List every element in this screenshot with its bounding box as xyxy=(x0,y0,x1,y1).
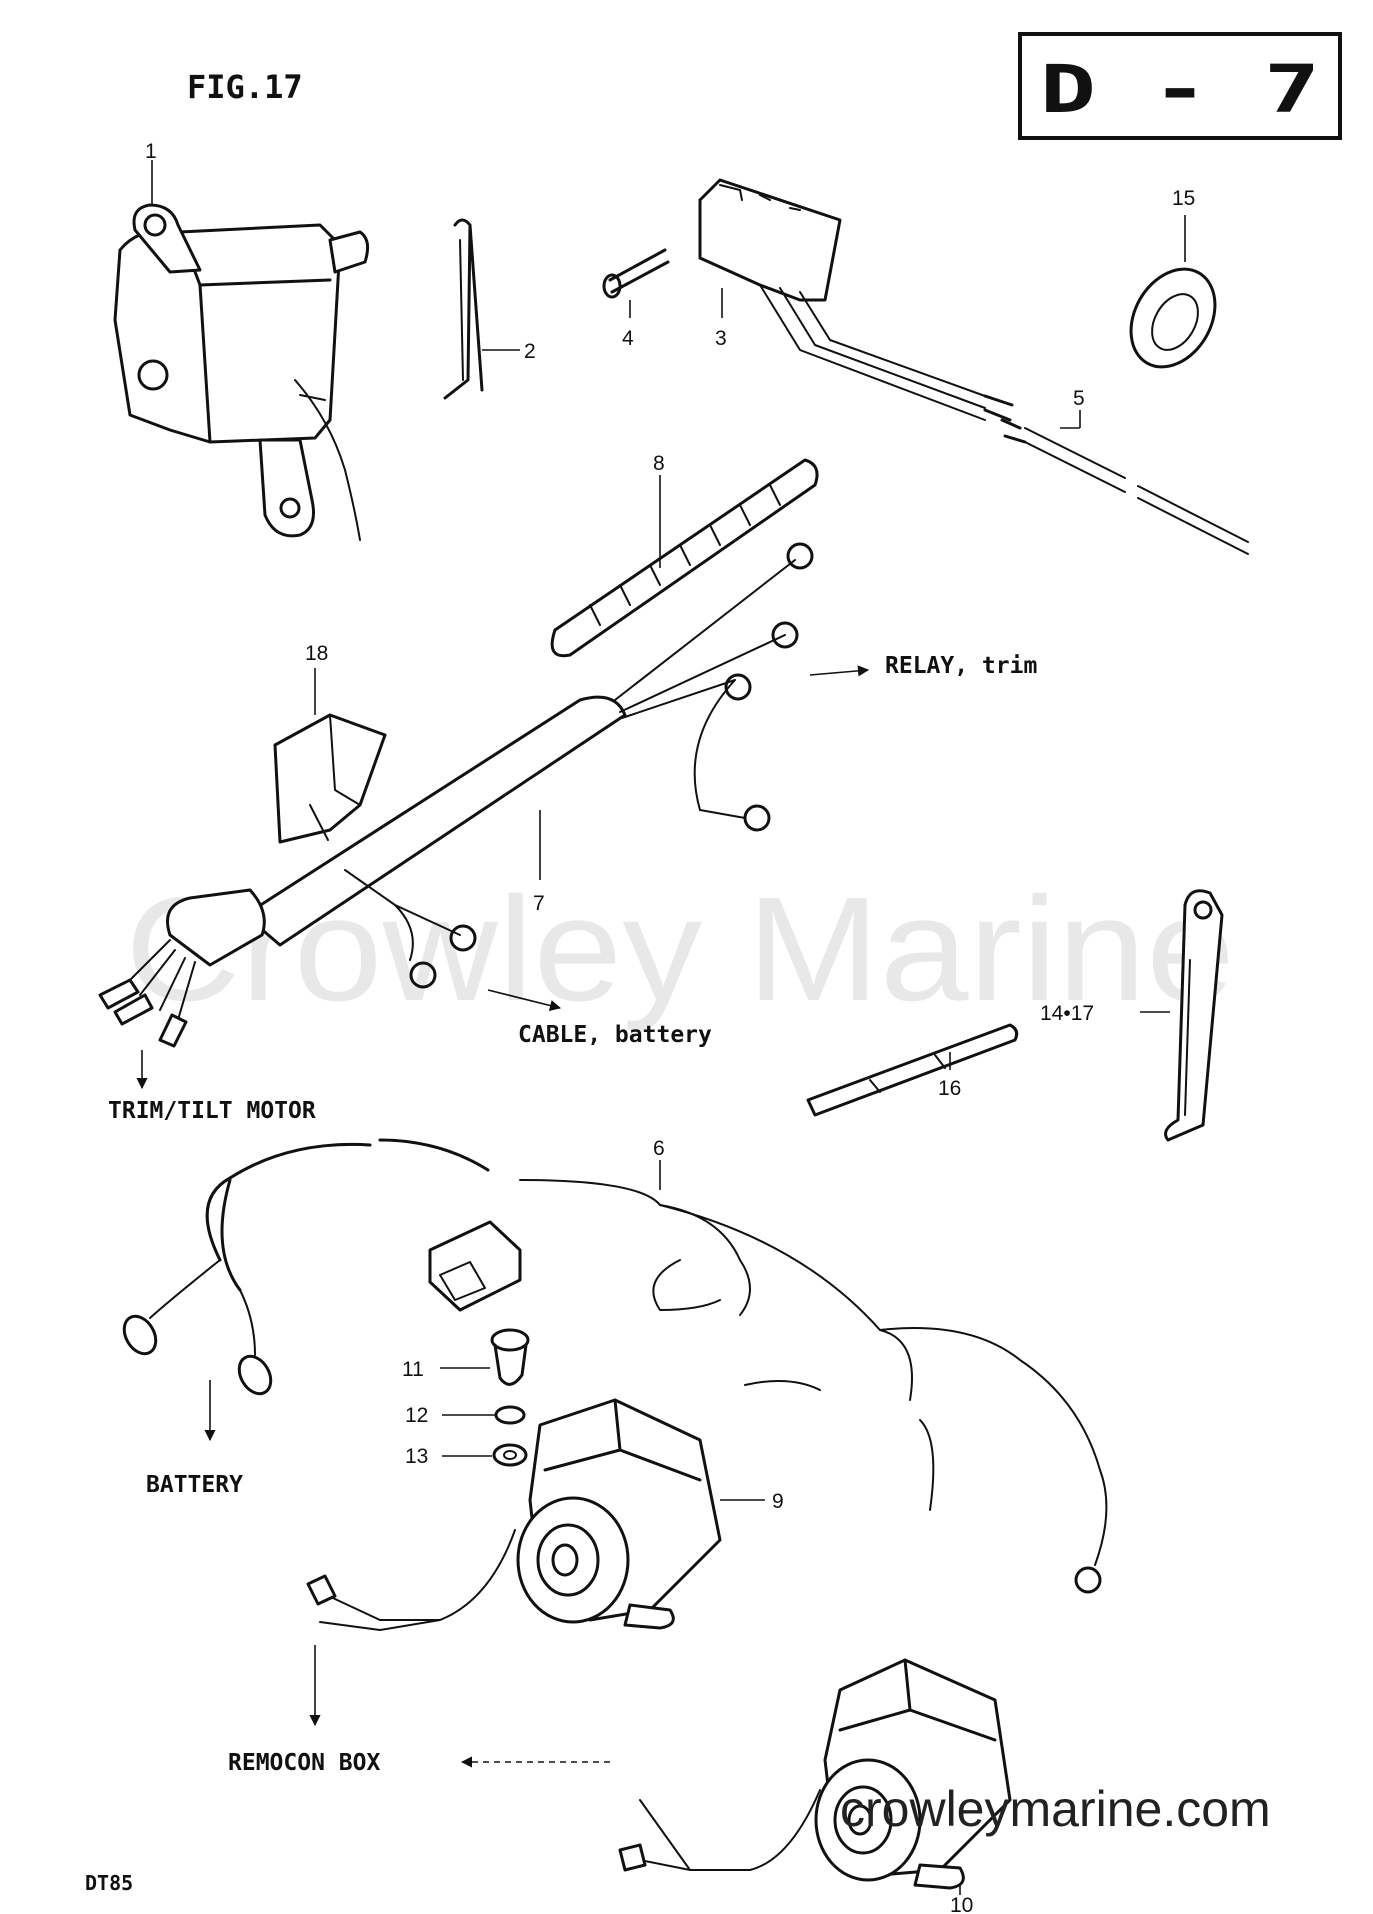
callout-18: 18 xyxy=(305,642,328,665)
part-7-harness xyxy=(98,542,814,1048)
part-15-grommet xyxy=(1129,267,1217,369)
callout-10: 10 xyxy=(950,1894,973,1914)
callout-4: 4 xyxy=(622,327,634,350)
page-code: D - 7 xyxy=(1040,51,1320,128)
label-battery: BATTERY xyxy=(146,1472,243,1498)
page-code-box xyxy=(1018,32,1342,140)
callout-7: 7 xyxy=(533,892,545,915)
callout-2: 2 xyxy=(524,340,536,363)
label-trim-tilt-motor: TRIM/TILT MOTOR xyxy=(108,1098,316,1124)
part-13-washer xyxy=(492,1443,528,1467)
part-5-leads xyxy=(983,394,1249,555)
callout-3: 3 xyxy=(715,327,727,350)
part-4-screw xyxy=(602,248,670,299)
model-code: DT85 xyxy=(85,1871,133,1895)
callout-16: 16 xyxy=(938,1077,961,1100)
label-remocon-box: REMOCON BOX xyxy=(228,1750,380,1776)
figure-title: FIG.17 xyxy=(187,68,303,106)
label-relay-trim: RELAY, trim xyxy=(885,653,1037,679)
part-18-cover xyxy=(273,713,387,844)
callout-9: 9 xyxy=(772,1490,784,1513)
part-6-sub-harness xyxy=(122,1138,1108,1594)
part-8-spiral-tube xyxy=(550,458,819,658)
label-cable-battery: CABLE, battery xyxy=(518,1022,712,1048)
part-14-17-bracket xyxy=(1164,889,1224,1142)
part-3-switch xyxy=(698,178,986,421)
part-9-relay xyxy=(306,1398,722,1631)
part-12-washer xyxy=(494,1405,526,1425)
callout-13: 13 xyxy=(405,1445,428,1468)
site-watermark: crowleymarine.com xyxy=(840,1781,1271,1837)
callout-6: 6 xyxy=(653,1137,665,1160)
part-11-bolt xyxy=(490,1328,530,1386)
callout-12: 12 xyxy=(405,1404,428,1427)
callout-5: 5 xyxy=(1073,387,1085,410)
callout-11: 11 xyxy=(402,1358,424,1381)
part-1-trim-sender xyxy=(113,203,370,541)
callout-8: 8 xyxy=(653,452,665,475)
part-16-strap xyxy=(806,1023,1019,1117)
callout-14-17: 14•17 xyxy=(1040,1002,1094,1025)
part-2-clip xyxy=(443,218,484,400)
callout-15: 15 xyxy=(1172,187,1195,210)
callout-1: 1 xyxy=(145,140,157,163)
part-10-relay xyxy=(618,1658,1012,1890)
